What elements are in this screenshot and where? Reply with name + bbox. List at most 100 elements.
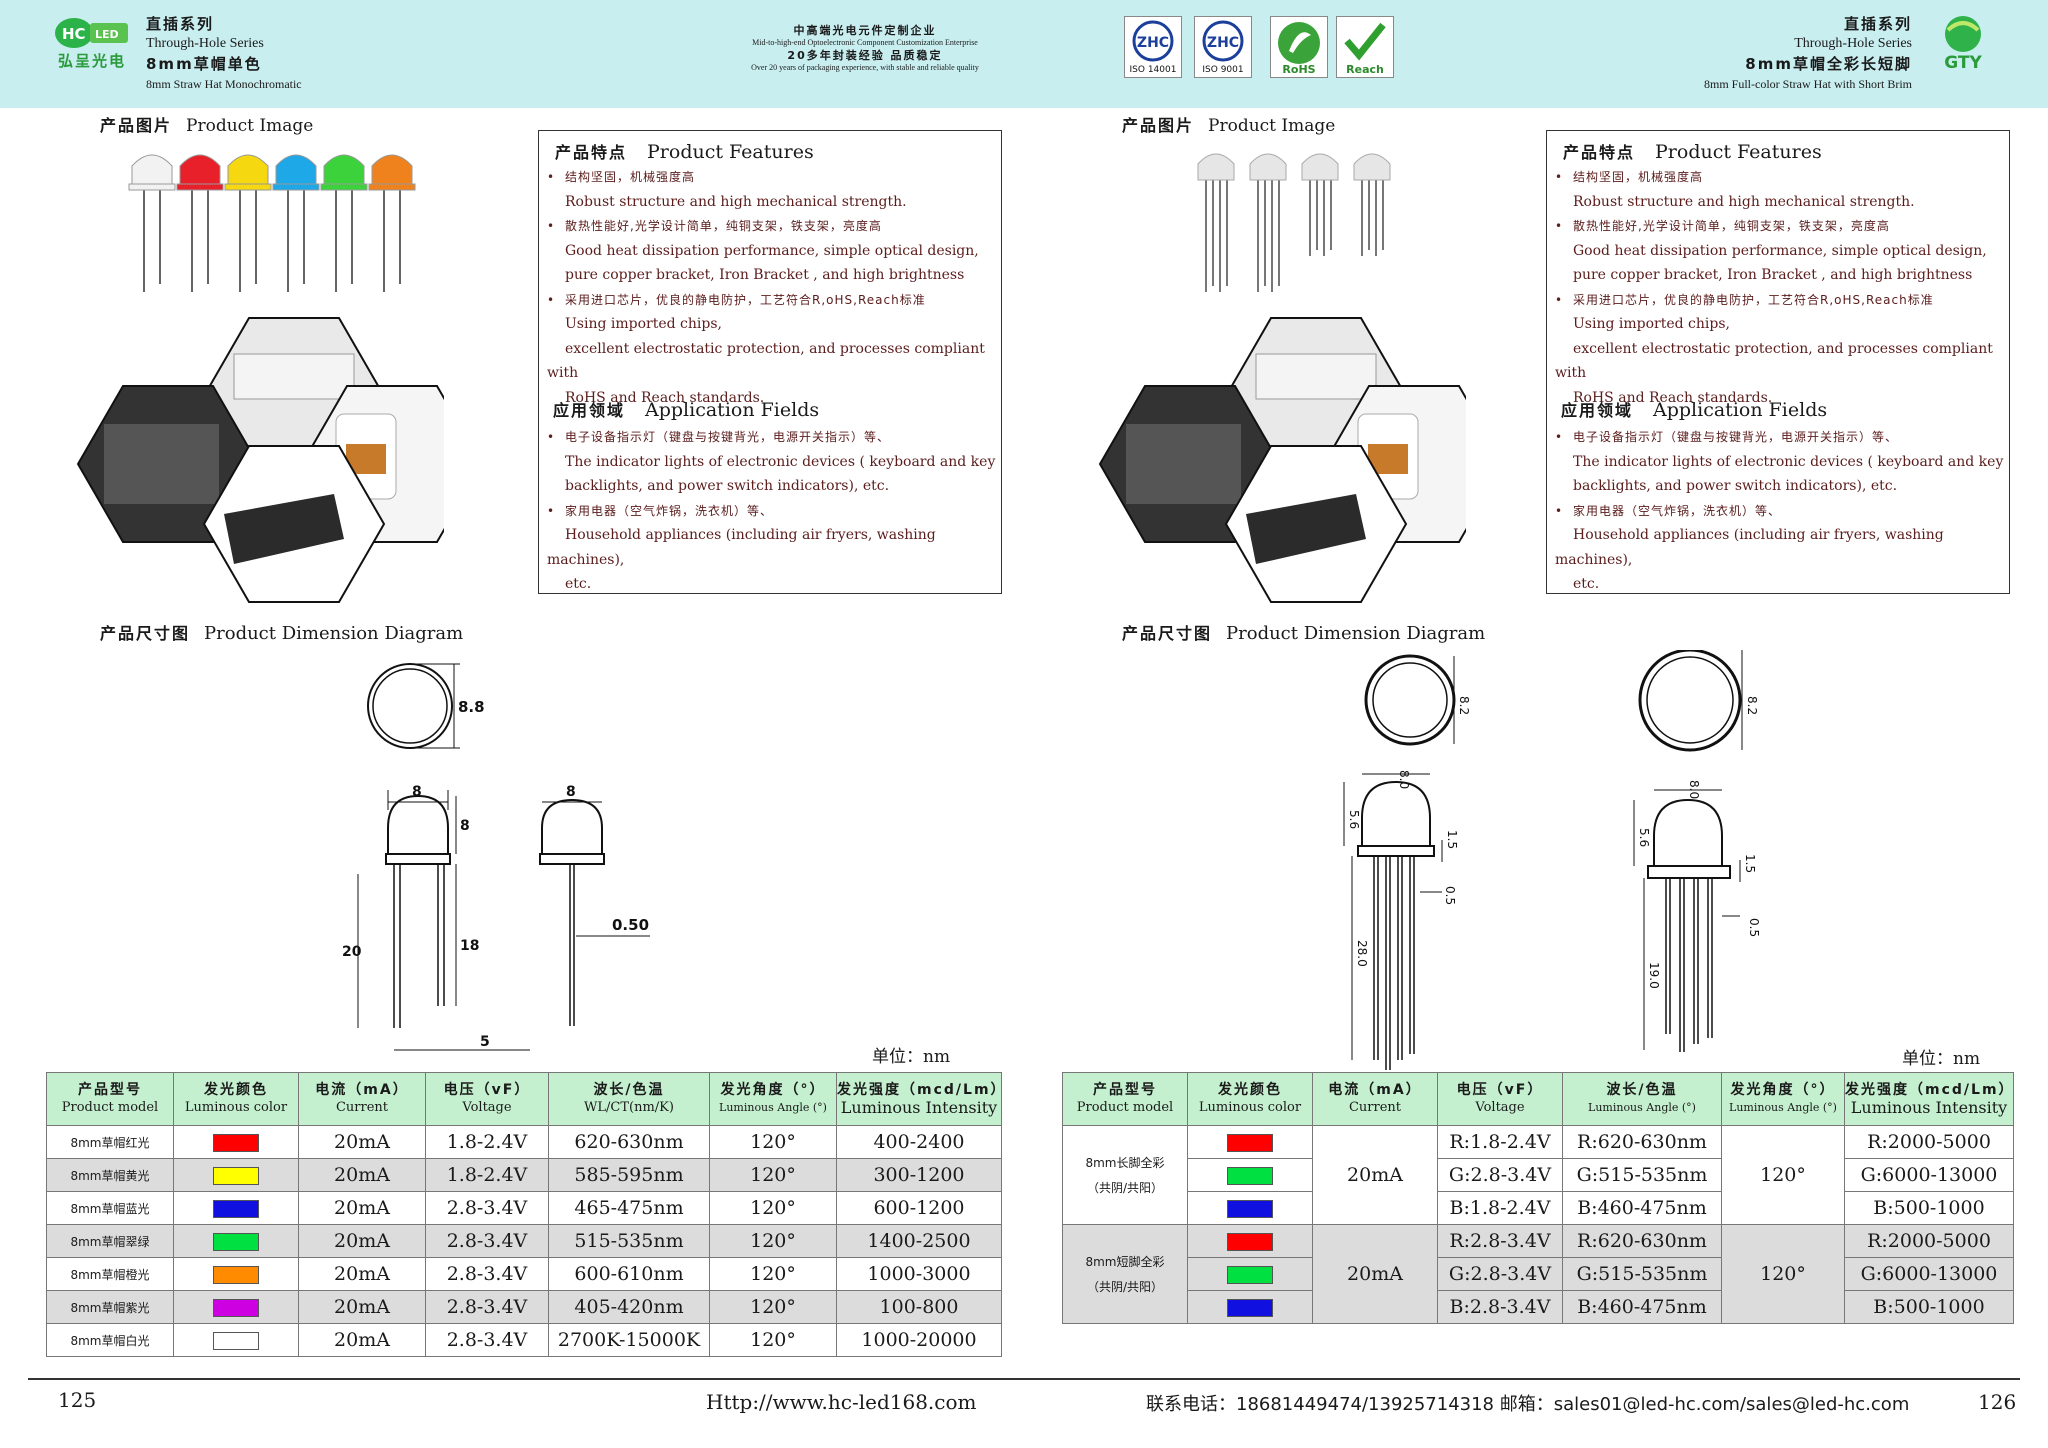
angle-cell: 120° bbox=[709, 1257, 837, 1291]
svg-text:0.5: 0.5 bbox=[1747, 918, 1761, 937]
left-dimension-diagram: 8.8 8 8 20 18 5 8 0.50 bbox=[330, 650, 690, 1074]
voltage-cell: B:2.8-3.4V bbox=[1437, 1290, 1563, 1324]
angle-cell: 120° bbox=[709, 1125, 837, 1159]
current-cell: 20mA bbox=[1312, 1125, 1438, 1225]
voltage-cell: R:1.8-2.4V bbox=[1437, 1125, 1563, 1159]
color-swatch bbox=[213, 1266, 259, 1284]
model-cell: 8mm短脚全彩（共阴/共阳） bbox=[1062, 1224, 1188, 1324]
color-swatch bbox=[213, 1332, 259, 1350]
r-feature-zh-2: •散热性能好,光学设计简单，纯铜支架，铁支架，亮度高 bbox=[1555, 219, 1890, 233]
wavelength-cell: G:515-535nm bbox=[1562, 1158, 1722, 1192]
rgb-led-lamp bbox=[1249, 153, 1287, 292]
voltage-cell: 2.8-3.4V bbox=[425, 1191, 549, 1225]
intensity-cell: 1000-20000 bbox=[836, 1323, 1002, 1357]
angle-cell: 120° bbox=[709, 1191, 837, 1225]
color-swatch bbox=[213, 1233, 259, 1251]
right-series-zh: 直插系列 bbox=[1843, 15, 1912, 33]
angle-cell: 120° bbox=[709, 1158, 837, 1192]
wavelength-cell: 620-630nm bbox=[548, 1125, 710, 1159]
feature-zh-3: •采用进口芯片，优良的静电防护，工艺符合R,oHS,Reach标准 bbox=[547, 292, 926, 307]
color-swatch-cell bbox=[1187, 1224, 1313, 1258]
feature-en-3a: Using imported chips, bbox=[565, 316, 722, 332]
intensity-cell: B:500-1000 bbox=[1844, 1290, 2014, 1324]
intensity-cell: R:2000-5000 bbox=[1844, 1125, 2014, 1159]
rgb-led-lamp bbox=[1301, 153, 1339, 256]
contact-info: 联系电话：18681449474/13925714318 邮箱：sales01@… bbox=[1146, 1394, 1910, 1415]
voltage-cell: G:2.8-3.4V bbox=[1437, 1158, 1563, 1192]
app-en-2b: etc. bbox=[565, 576, 592, 592]
app-list: •电子设备指示灯（键盘与按键背光，电源开关指示）等、 The indicator… bbox=[547, 425, 997, 597]
tagline-zh-1: 中高端光电元件定制企业 bbox=[793, 24, 937, 37]
gty-logo: GTY bbox=[1932, 12, 1994, 76]
svg-text:ZHC: ZHC bbox=[1137, 35, 1169, 51]
color-swatch-cell bbox=[1187, 1290, 1313, 1324]
color-swatch-cell bbox=[173, 1191, 299, 1225]
led-lamp bbox=[320, 154, 368, 292]
led-lamp bbox=[176, 154, 224, 292]
model-cell: 8mm草帽红光 bbox=[46, 1125, 174, 1159]
svg-text:20: 20 bbox=[342, 944, 362, 960]
intensity-cell: 100-800 bbox=[836, 1290, 1002, 1324]
model-cell: 8mm草帽紫光 bbox=[46, 1290, 174, 1324]
current-cell: 20mA bbox=[298, 1158, 426, 1192]
intensity-cell: G:6000-13000 bbox=[1844, 1158, 2014, 1192]
th-voltage: 电压（vF）Voltage bbox=[425, 1072, 549, 1126]
svg-text:28.0: 28.0 bbox=[1355, 940, 1369, 967]
r-th-voltage: 电压（vF）Voltage bbox=[1437, 1072, 1563, 1126]
website-link[interactable]: Http://www.hc-led168.com bbox=[706, 1390, 977, 1414]
color-swatch bbox=[213, 1299, 259, 1317]
svg-text:RoHS: RoHS bbox=[1282, 63, 1315, 76]
model-line: 8mm长脚全彩 bbox=[1085, 1156, 1165, 1170]
svg-text:5.6: 5.6 bbox=[1347, 810, 1361, 829]
svg-text:8.2: 8.2 bbox=[1457, 696, 1471, 715]
iso14001-icon: ZHC ISO 14001 bbox=[1124, 16, 1182, 78]
svg-text:1.5: 1.5 bbox=[1445, 830, 1459, 849]
model-line: （共阴/共阳） bbox=[1086, 1181, 1164, 1195]
voltage-cell: 2.8-3.4V bbox=[425, 1257, 549, 1291]
intensity-cell: 600-1200 bbox=[836, 1191, 1002, 1225]
color-swatch-cell bbox=[1187, 1158, 1313, 1192]
svg-text:Reach: Reach bbox=[1346, 63, 1384, 76]
left-page-number: 125 bbox=[58, 1388, 97, 1412]
intensity-cell: 1000-3000 bbox=[836, 1257, 1002, 1291]
th-current: 电流（mA）Current bbox=[298, 1072, 426, 1126]
r-app-en-1a: The indicator lights of electronic devic… bbox=[1573, 453, 2004, 470]
color-swatch bbox=[1227, 1299, 1273, 1317]
wavelength-cell: B:460-475nm bbox=[1562, 1191, 1722, 1225]
app-en-1a: The indicator lights of electronic devic… bbox=[565, 453, 996, 470]
th-angle: 发光角度（°）Luminous Angle (°) bbox=[709, 1072, 837, 1126]
right-product-en: 8mm Full-color Straw Hat with Short Brim bbox=[1704, 77, 1912, 91]
wavelength-cell: G:515-535nm bbox=[1562, 1257, 1722, 1291]
current-cell: 20mA bbox=[298, 1125, 426, 1159]
current-cell: 20mA bbox=[298, 1224, 426, 1258]
svg-text:1.5: 1.5 bbox=[1743, 854, 1757, 873]
color-swatch-cell bbox=[173, 1158, 299, 1192]
rohs-icon: RoHS bbox=[1270, 16, 1328, 78]
color-swatch-cell bbox=[1187, 1125, 1313, 1159]
voltage-cell: R:2.8-3.4V bbox=[1437, 1224, 1563, 1258]
right-application-collage bbox=[1096, 314, 1506, 608]
feature-en-1: Robust structure and high mechanical str… bbox=[565, 193, 907, 210]
r-th-current: 电流（mA）Current bbox=[1312, 1072, 1438, 1126]
model-cell: 8mm草帽白光 bbox=[46, 1323, 174, 1357]
intensity-cell: B:500-1000 bbox=[1844, 1191, 2014, 1225]
voltage-cell: B:1.8-2.4V bbox=[1437, 1191, 1563, 1225]
color-swatch bbox=[1227, 1200, 1273, 1218]
voltage-cell: G:2.8-3.4V bbox=[1437, 1257, 1563, 1291]
